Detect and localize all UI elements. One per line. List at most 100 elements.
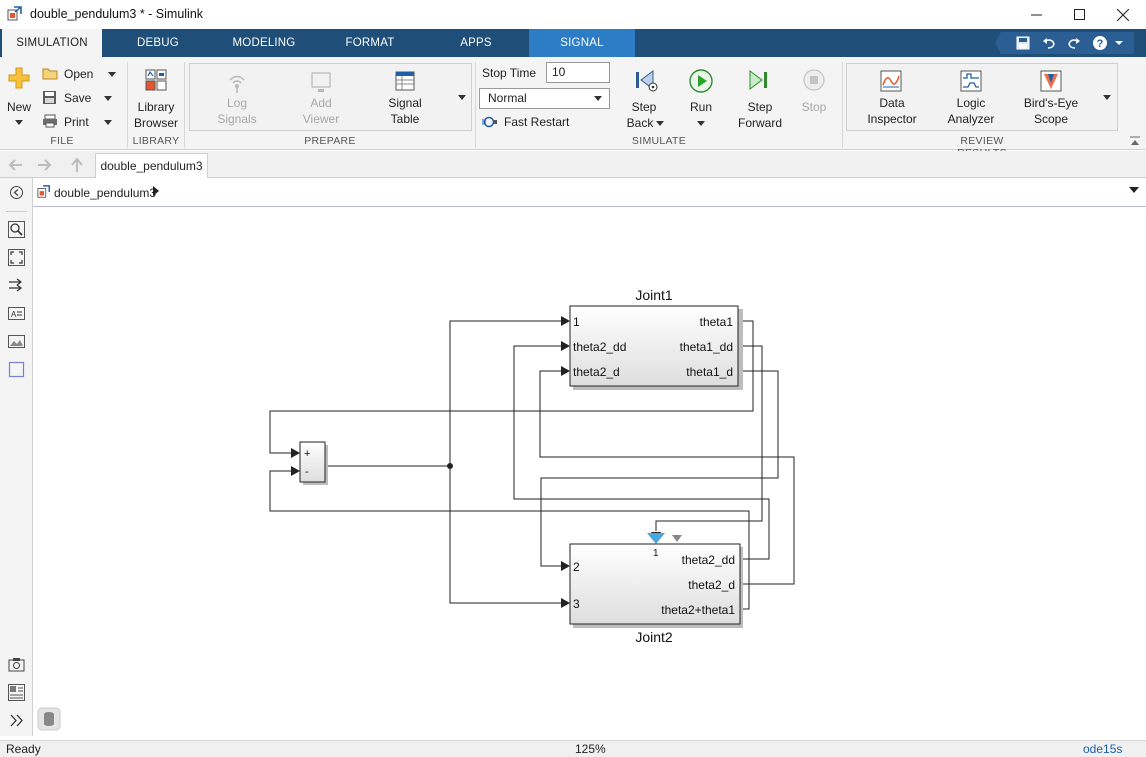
solver-link[interactable]: ode15s	[1083, 742, 1123, 756]
step-forward-line1[interactable]: Step	[747, 100, 773, 114]
log-signals-line2[interactable]: Signals	[217, 112, 257, 126]
arrowhead	[291, 448, 300, 458]
model-tab[interactable]: double_pendulum3	[95, 153, 208, 178]
tab-modeling[interactable]: MODELING	[232, 37, 296, 49]
new-button-label[interactable]: New	[6, 100, 31, 114]
signal-table-line1[interactable]: Signal	[388, 96, 422, 110]
close-button[interactable]	[1100, 0, 1146, 29]
data-inspector-line2[interactable]: Inspector	[867, 112, 917, 126]
tab-format[interactable]: FORMAT	[345, 37, 395, 49]
save-icon[interactable]	[1015, 35, 1031, 51]
zoom-icon[interactable]	[8, 221, 25, 238]
tab-debug[interactable]: DEBUG	[137, 37, 179, 49]
section-divider	[184, 62, 185, 148]
fast-restart-toggle[interactable]: Fast Restart	[504, 115, 570, 129]
undo-icon[interactable]	[1041, 35, 1057, 51]
hide-explorer-icon[interactable]	[8, 184, 25, 201]
annotation-icon[interactable]: A	[8, 305, 25, 322]
simulation-mode-select[interactable]: Normal	[479, 88, 610, 109]
data-inspector-line1[interactable]: Data	[879, 96, 905, 110]
log-signals-line1[interactable]: Log	[226, 96, 248, 110]
address-dropdown-icon[interactable]	[1128, 186, 1140, 194]
birds-eye-scope-icon	[1040, 70, 1062, 92]
library-browser-icon[interactable]	[144, 68, 168, 92]
mode-dropdown-icon[interactable]	[594, 96, 602, 101]
new-dropdown-icon[interactable]	[15, 120, 23, 125]
breadcrumb-chevron-icon[interactable]	[152, 186, 160, 196]
stop-button-label[interactable]: Stop	[801, 100, 827, 114]
maximize-button[interactable]	[1056, 0, 1102, 29]
signal-line[interactable]	[539, 370, 795, 585]
forward-arrow-icon[interactable]	[36, 157, 54, 173]
joint1-body[interactable]	[569, 305, 739, 387]
action-port-selected-icon[interactable]	[647, 533, 665, 544]
tab-apps[interactable]: APPS	[460, 37, 492, 49]
action-port-icon[interactable]	[672, 535, 682, 542]
library-browser-line1[interactable]: Library	[137, 100, 175, 114]
signal-line[interactable]	[326, 320, 562, 467]
zoom-level[interactable]: 125%	[575, 742, 606, 756]
fast-restart-icon	[482, 116, 497, 128]
open-button[interactable]: Open	[64, 67, 94, 81]
redo-icon[interactable]	[1066, 35, 1082, 51]
prepare-gallery-expand-icon[interactable]	[458, 95, 466, 100]
print-button[interactable]: Print	[64, 115, 89, 129]
signal-table-line2[interactable]: Table	[390, 112, 420, 126]
arrowhead	[561, 598, 570, 608]
new-model-icon[interactable]	[7, 66, 31, 90]
model-canvas[interactable]: Joint1 1 theta2_dd theta2_d theta1 theta…	[34, 208, 1144, 735]
joint2-block[interactable]: Joint2 2 3 theta2_dd theta2_d theta2+the…	[569, 533, 743, 645]
step-back-icon[interactable]	[633, 68, 659, 94]
print-dropdown-icon[interactable]	[104, 120, 112, 125]
signal-line[interactable]	[513, 345, 770, 560]
save-dropdown-icon[interactable]	[104, 96, 112, 101]
review-gallery-expand-icon[interactable]	[1103, 95, 1111, 100]
run-icon[interactable]	[688, 68, 714, 94]
add-viewer-line1[interactable]: Add	[310, 96, 332, 110]
joint2-body[interactable]	[569, 543, 741, 625]
logic-analyzer-line1[interactable]: Logic	[956, 96, 986, 110]
signal-arrow-icon[interactable]	[8, 277, 25, 294]
add-viewer-line2[interactable]: Viewer	[302, 112, 340, 126]
back-arrow-icon[interactable]	[6, 157, 24, 173]
tab-signal[interactable]: SIGNAL	[529, 29, 635, 57]
library-section-label: LIBRARY	[132, 135, 180, 147]
signal-line[interactable]	[269, 320, 754, 454]
signal-line[interactable]	[449, 466, 562, 604]
sum-block[interactable]: + -	[299, 441, 328, 485]
image-icon[interactable]	[8, 333, 25, 350]
joint1-block[interactable]: Joint1 1 theta2_dd theta2_d theta1 theta…	[569, 287, 743, 390]
model-data-button[interactable]	[37, 707, 61, 731]
signal-line[interactable]	[540, 370, 779, 567]
breadcrumb-model[interactable]: double_pendulum3	[54, 186, 157, 200]
step-back-line1[interactable]: Step	[631, 100, 657, 114]
signal-line[interactable]	[269, 470, 750, 610]
stop-time-input[interactable]: 10	[546, 62, 610, 83]
collapse-ribbon-icon[interactable]	[1129, 136, 1141, 146]
sum-body[interactable]	[299, 441, 326, 483]
property-inspector-icon[interactable]	[8, 684, 25, 701]
expand-palette-icon[interactable]	[8, 712, 25, 729]
help-dropdown-icon[interactable]	[1114, 35, 1124, 51]
minimize-button[interactable]	[1013, 0, 1059, 29]
run-dropdown-icon[interactable]	[697, 121, 705, 126]
tab-simulation[interactable]: SIMULATION	[2, 29, 102, 57]
step-back-dropdown-icon[interactable]	[656, 121, 664, 126]
birds-eye-line1[interactable]: Bird's-Eye	[1023, 96, 1079, 110]
model-icon	[37, 185, 50, 198]
birds-eye-line2[interactable]: Scope	[1033, 112, 1069, 126]
library-browser-line2[interactable]: Browser	[133, 116, 178, 130]
save-button[interactable]: Save	[64, 91, 92, 105]
step-forward-line2[interactable]: Forward	[737, 116, 782, 130]
fit-to-view-icon[interactable]	[8, 249, 25, 266]
signal-line[interactable]	[655, 345, 763, 531]
open-dropdown-icon[interactable]	[108, 72, 116, 77]
logic-analyzer-line2[interactable]: Analyzer	[947, 112, 995, 126]
run-button-label[interactable]: Run	[689, 100, 712, 114]
camera-icon[interactable]	[8, 656, 25, 673]
help-icon[interactable]: ?	[1092, 35, 1108, 51]
step-forward-icon[interactable]	[746, 68, 772, 94]
area-icon[interactable]	[8, 361, 25, 378]
up-arrow-icon[interactable]	[69, 156, 85, 174]
step-back-line2[interactable]: Back	[626, 116, 654, 130]
